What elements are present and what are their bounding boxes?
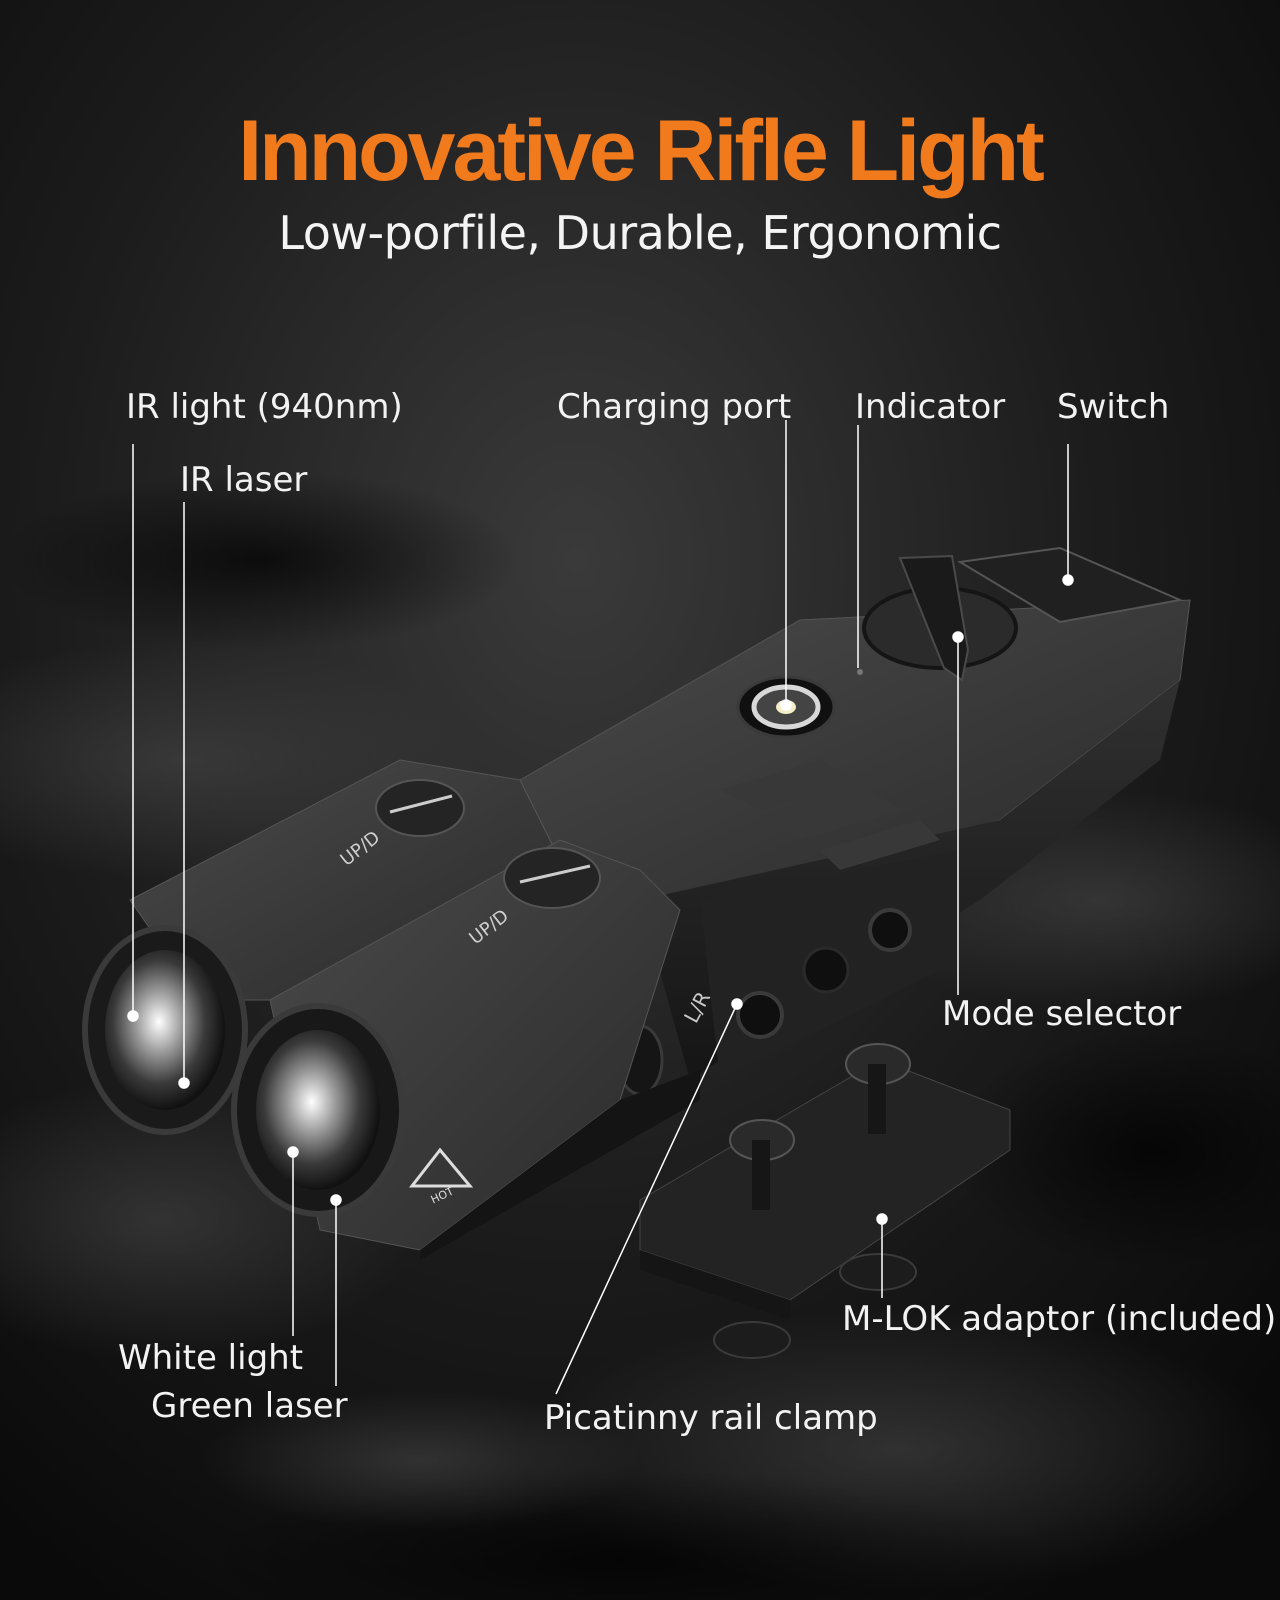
white-light-head: UP/D HOT — [231, 839, 700, 1260]
callout-indicator: Indicator — [855, 387, 1006, 427]
callout-ir-laser: IR laser — [180, 460, 308, 500]
callout-picatinny-clamp: Picatinny rail clamp — [544, 1398, 878, 1438]
callout-white-light: White light — [118, 1338, 304, 1378]
callout-switch: Switch — [1057, 387, 1170, 427]
callout-charging-port: Charging port — [557, 387, 792, 427]
hot-warning-label — [408, 1147, 474, 1188]
light-body: L/R — [519, 546, 1191, 1096]
callout-lines — [127, 420, 1074, 1395]
callout-ir-light: IR light (940nm) — [126, 387, 403, 427]
callout-mode-selector: Mode selector — [942, 994, 1182, 1034]
mlok-adaptor — [639, 1043, 1011, 1359]
ir-head: UP/D — [82, 759, 561, 1135]
callout-mlok-adaptor: M-LOK adaptor (included) — [842, 1299, 1277, 1339]
callout-green-laser: Green laser — [151, 1386, 348, 1426]
page-subtitle: Low-porfile, Durable, Ergonomic — [278, 206, 1002, 260]
indicator-led — [857, 669, 863, 675]
page-title: Innovative Rifle Light — [238, 103, 1045, 199]
